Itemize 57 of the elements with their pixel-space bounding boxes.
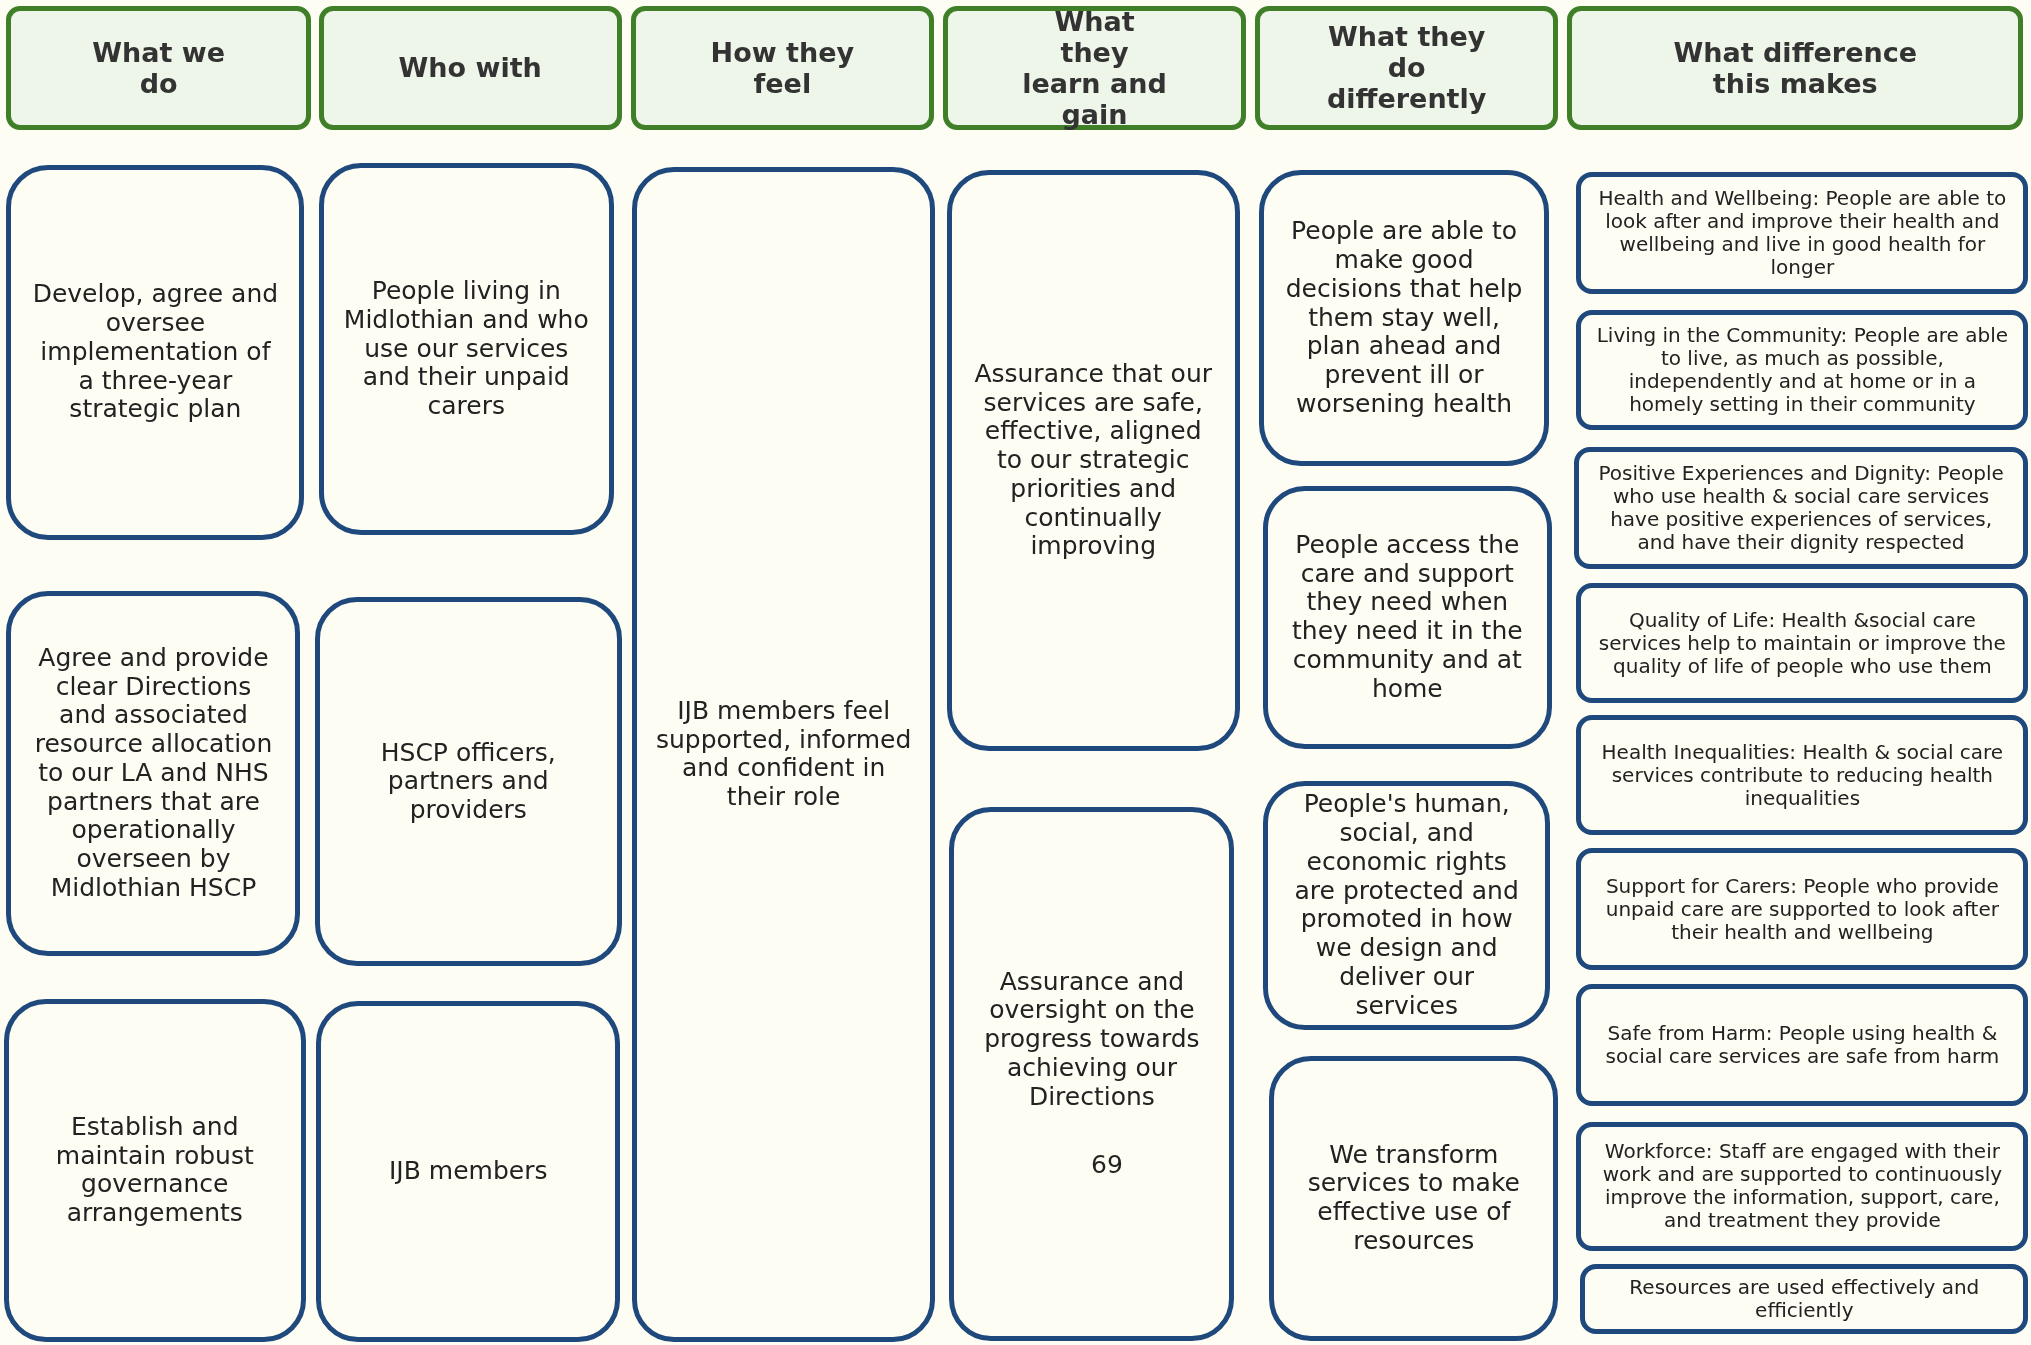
- box-text: People are able to make good decisions that help them stay well, plan ahead and prevent ill or worsening health: [1284, 217, 1524, 419]
- column-header: [630, 6, 934, 130]
- outcome-box: [1576, 1121, 2029, 1252]
- outcome-box: [1576, 715, 2029, 836]
- header-text: What we do: [91, 37, 227, 99]
- rounded-box: [1262, 781, 1551, 1030]
- box-text: Assurance that our services are safe, effective, aligned to our strategic priorities and continually improving: [973, 359, 1214, 562]
- box-text: We transform services to make effective use of resources: [1306, 1140, 1521, 1256]
- rounded-box: [6, 164, 305, 541]
- column-header: [942, 6, 1247, 130]
- rounded-box: [6, 590, 301, 956]
- box-text: Safe from Harm: People using health & social care services are safe from harm: [1604, 1022, 2001, 1069]
- box-text: Health and Wellbeing: People are able to look after and improve their health and wellbeing and live in good health for longer: [1597, 187, 2008, 280]
- outcome-box: [1573, 446, 2029, 569]
- box-text: Health Inequalities: Health & social care services contribute to reducing health inequalities: [1600, 740, 2005, 810]
- rounded-box: [318, 163, 614, 535]
- header-text: What they do differently: [1327, 21, 1487, 115]
- header-text: What difference this makes: [1672, 37, 1918, 99]
- box-text: Assurance and oversight on the progress towards achieving our Directions: [983, 967, 1201, 1112]
- box-text: HSCP officers, partners and providers: [379, 738, 557, 825]
- box-text: Living in the Community: People are able to live, as much as possible, independently and at home or in a homely setting in their community: [1595, 323, 2009, 416]
- rounded-box: [946, 169, 1240, 752]
- box-text: Develop, agree and oversee implementation of a three-year strategic plan: [31, 280, 280, 425]
- rounded-box: [314, 597, 622, 967]
- rounded-box: [3, 998, 306, 1342]
- box-text: IJB members: [389, 1157, 548, 1186]
- outcome-box: [1576, 172, 2029, 294]
- box-text: Agree and provide clear Directions and associated resource allocation to our LA and NHS partners that are operationally overseen by Midlothian HSCP: [33, 643, 274, 903]
- box-text: Quality of Life: Health &social care services help to maintain or improve the quality of life of people who use them: [1597, 608, 2007, 678]
- rounded-box: [1262, 485, 1552, 749]
- rounded-box: [316, 1001, 621, 1342]
- rounded-box: [1259, 169, 1550, 467]
- column-header: [6, 6, 311, 130]
- header-text: Who with: [398, 52, 542, 84]
- outcome-box: [1576, 582, 2029, 704]
- rounded-box: [632, 167, 936, 1342]
- rounded-box: [949, 806, 1235, 1341]
- box-text: People access the care and support they need when they need it in the community and at home: [1291, 530, 1524, 704]
- box-text: Positive Experiences and Dignity: People who use health & social care services have positive experiences of services, and have their dignity respected: [1597, 461, 2005, 554]
- box-text: Resources are used effectively and efficiently: [1628, 1276, 1981, 1323]
- outcome-box: [1576, 984, 2029, 1107]
- outcome-box: [1576, 309, 2029, 430]
- outcome-box: [1576, 848, 2029, 971]
- box-text: People's human, social, and economic rights are protected and promoted in how we design and deliver our services: [1293, 790, 1520, 1021]
- column-header: [1567, 6, 2024, 130]
- box-text: Workforce: Staff are engaged with their work and are supported to continuously improve the information, support, care, and treatment they provide: [1601, 1140, 2004, 1233]
- box-text: People living in Midlothian and who use our services and their unpaid carers: [342, 277, 590, 421]
- page-number: 69: [1091, 1151, 1123, 1180]
- box-text: Establish and maintain robust governance arrangements: [54, 1112, 255, 1228]
- header-text: How they feel: [709, 37, 856, 99]
- column-header: [1255, 6, 1559, 130]
- column-header: [318, 6, 622, 130]
- rounded-box: [1269, 1055, 1559, 1341]
- header-text: What they learn and gain: [1021, 6, 1168, 130]
- outcome-box: [1580, 1264, 2029, 1335]
- box-text: Support for Carers: People who provide unpaid care are supported to look after their health and wellbeing: [1604, 874, 2000, 944]
- box-text: IJB members feel supported, informed and confident in their role: [655, 697, 913, 812]
